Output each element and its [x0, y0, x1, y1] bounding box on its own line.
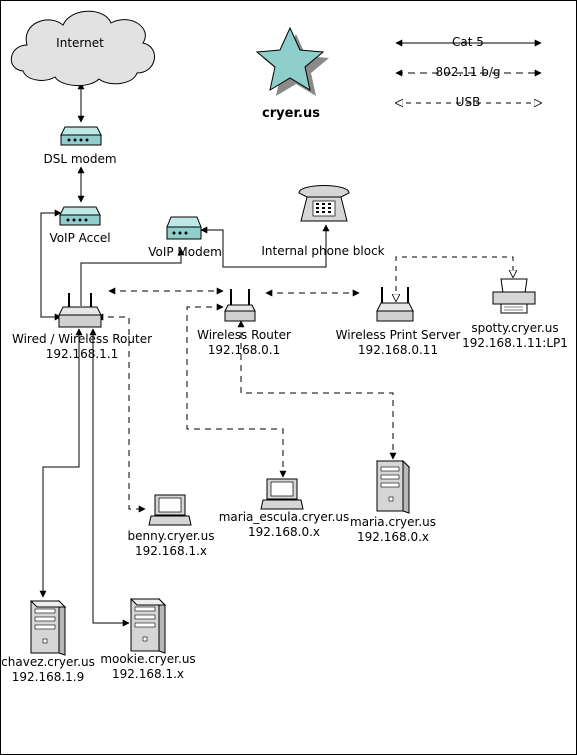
benny-name: benny.cryer.us — [127, 529, 215, 543]
chavez-ip: 192.168.1.9 — [11, 670, 85, 684]
maria-escula-ip: 192.168.0.x — [248, 525, 320, 539]
mookie-name: mookie.cryer.us — [100, 652, 196, 666]
wired-router-name: Wired / Wireless Router — [11, 332, 153, 346]
link-router-voipmodem — [80, 248, 185, 306]
print-server-name: Wireless Print Server — [335, 328, 461, 342]
dsl-modem-label: DSL modem — [43, 152, 117, 166]
voip-accel-label: VoIP Accel — [49, 231, 111, 245]
internet-cloud-icon — [11, 10, 155, 86]
print-server-ip: 192.168.0.11 — [357, 343, 439, 357]
chavez-name: chavez.cryer.us — [1, 655, 95, 669]
wireless-router-ip: 192.168.0.1 — [207, 343, 281, 357]
brand-label: cryer.us — [262, 106, 320, 121]
link-wireless-maria — [237, 320, 397, 460]
maria-server-icon — [375, 459, 411, 514]
link-printserver-printer-usb — [396, 256, 513, 301]
legend-usb-label: USB — [455, 95, 481, 109]
mookie-ip: 192.168.1.x — [112, 667, 184, 681]
voip-modem-label: VoIP Modem — [148, 245, 222, 259]
wireless-router-name: Wireless Router — [197, 328, 291, 342]
print-server-icon — [376, 287, 414, 322]
benny-ip: 192.168.1.x — [135, 544, 207, 558]
voip-modem-icon — [166, 216, 202, 240]
link-voipaccel-router — [40, 209, 62, 321]
maria-escula-name: maria_escula.cryer.us — [218, 510, 350, 524]
telephone-icon — [298, 185, 350, 222]
spotty-ip: 192.168.1.11:LP1 — [462, 336, 568, 350]
mookie-server-icon — [129, 597, 167, 654]
wired-router-ip: 192.168.1.1 — [45, 347, 119, 361]
printer-icon — [492, 278, 536, 314]
benny-laptop-icon — [148, 494, 192, 526]
maria-ip: 192.168.0.x — [357, 530, 429, 544]
link-router-benny — [96, 313, 146, 513]
dsl-modem-icon — [60, 126, 102, 146]
phone-block-label: Internal phone block — [261, 244, 385, 258]
spotty-name: spotty.cryer.us — [471, 321, 559, 335]
voip-accel-icon — [59, 206, 101, 226]
link-router-chavez — [39, 328, 83, 598]
maria-escula-laptop-icon — [260, 478, 304, 510]
wired-wireless-router-icon — [58, 293, 102, 328]
chavez-server-icon — [29, 599, 67, 656]
internet-label: Internet — [56, 36, 104, 50]
legend-wifi-label: 802.11 b/g — [435, 65, 501, 79]
link-router-mookie — [89, 328, 130, 627]
legend-cat5-label: Cat 5 — [452, 35, 484, 49]
wireless-router-icon — [224, 289, 256, 322]
maria-name: maria.cryer.us — [350, 515, 436, 529]
link-voipmodem-phone — [200, 224, 330, 268]
star-logo-icon — [255, 26, 329, 96]
